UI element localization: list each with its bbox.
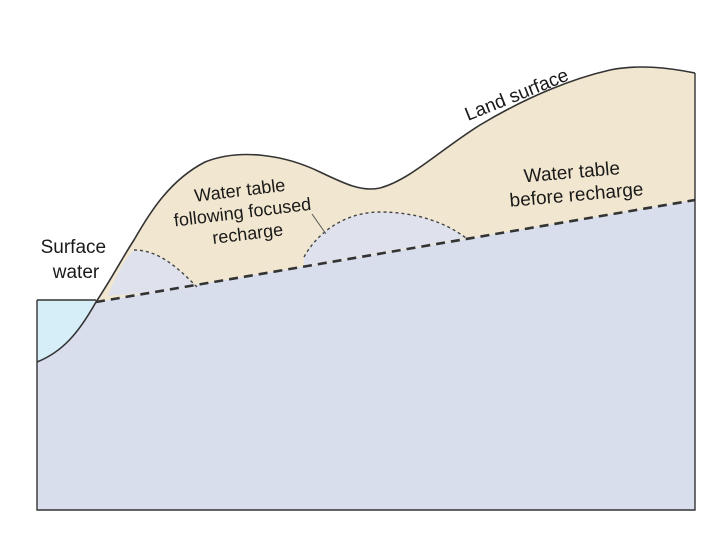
surface-water-label-line1: Surface (41, 237, 106, 258)
surface-water-label-line2: water (52, 262, 100, 283)
surface-water-label: Surface water (41, 237, 112, 283)
